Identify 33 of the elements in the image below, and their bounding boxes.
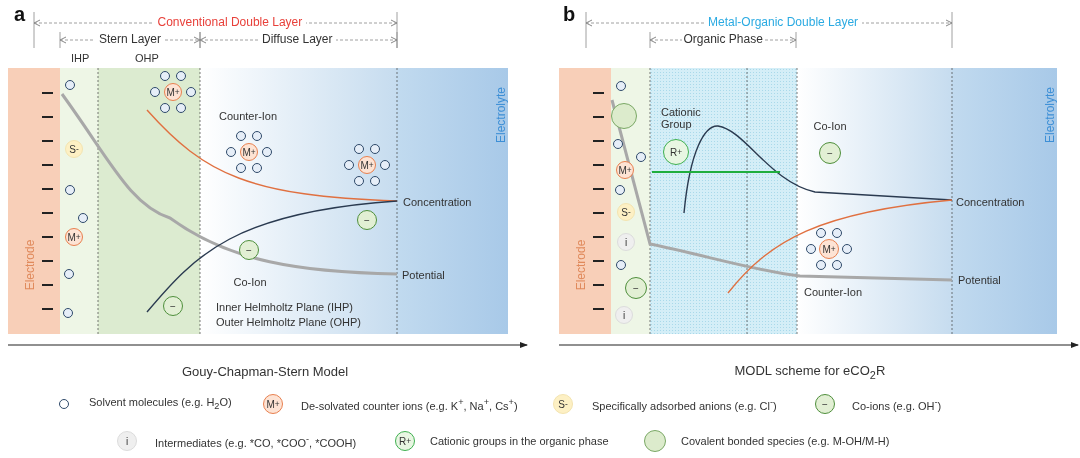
note-text: Inner Helmholtz Plane (IHP): [216, 300, 353, 314]
dimension-label: Conventional Double Layer: [153, 16, 307, 30]
caption-text: Gouy-Chapman-Stern Model: [182, 364, 349, 380]
legend-symbol: i: [117, 431, 137, 451]
curve-label: Co-Ion: [813, 119, 847, 133]
curve-label: Counter-Ion: [219, 109, 278, 123]
curve-label: Concentration: [956, 195, 1025, 209]
legend-symbol: −: [815, 394, 835, 414]
panel-letter: b: [563, 2, 576, 26]
legend-text: Intermediates (e.g. *CO, *COO$^{-}$, *COOH): [155, 433, 357, 449]
plane-label: OHP: [135, 51, 159, 65]
dimension-label: Metal-Organic Double Layer: [704, 16, 863, 30]
plane-label: IHP: [71, 51, 90, 65]
panel-letter: a: [14, 2, 26, 26]
electrode-band: Electrode: [8, 68, 60, 334]
dimension-label: Organic Phase: [681, 33, 765, 47]
curve-label: Co-Ion: [233, 275, 267, 289]
dimension-label: Diffuse Layer: [258, 33, 337, 47]
legend-text: De-solvated counter ions (e.g. K$^{+}$, Na$^{+}$, Cs$^{+}$): [301, 396, 518, 412]
curve-label: Concentration: [403, 195, 472, 209]
curve-label: Cationic Group: [661, 105, 702, 131]
legend-text: Co-ions (e.g. OH$^{-}$): [852, 396, 942, 412]
legend-text: Specifically adsorbed anions (e.g. Cl$^{-}$): [592, 396, 777, 412]
curve-label: Potential: [958, 273, 1001, 287]
electrode-band: Electrode: [559, 68, 611, 334]
legend-text: Cationic groups in the organic phase: [430, 434, 609, 448]
legend-text: Solvent molecules (e.g. H$_{2}$O): [89, 396, 232, 412]
curve-label: Potential: [402, 268, 445, 282]
dimension-label: Stern Layer: [95, 33, 166, 47]
caption-text: MODL scheme for eCO$_{2}$R: [734, 363, 886, 381]
curve-label: Counter-Ion: [804, 285, 863, 299]
legend-text: Covalent bonded species (e.g. M-OH/M-H): [681, 434, 890, 448]
note-text: Outer Helmholtz Plane (OHP): [216, 315, 361, 329]
